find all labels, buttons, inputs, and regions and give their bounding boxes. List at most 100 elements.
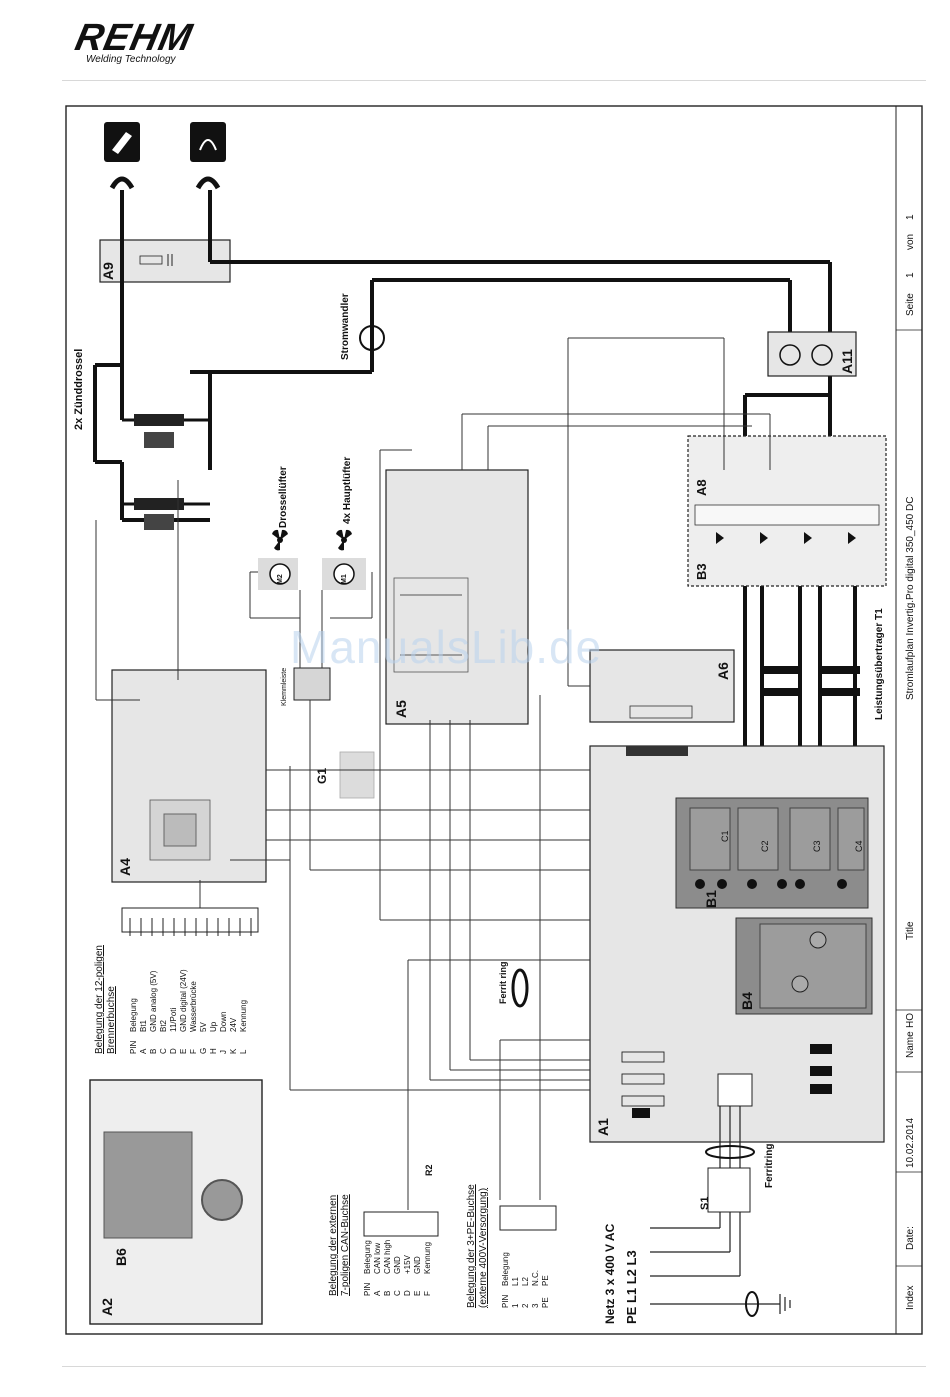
svg-text:Seite: Seite <box>905 293 916 316</box>
svg-text:Klemmleiste: Klemmleiste <box>281 668 288 706</box>
label-a8: A8 <box>694 479 709 496</box>
main-switch-s1 <box>707 1167 751 1213</box>
electrode-clamp-icon <box>190 122 226 190</box>
terminal-strip <box>293 667 331 701</box>
contactor <box>717 1073 753 1107</box>
svg-text:B6: B6 <box>113 1248 129 1266</box>
label-a2: A2 <box>99 1298 115 1316</box>
svg-text:M2: M2 <box>277 574 284 584</box>
table-row: 24V <box>229 1017 238 1032</box>
svg-text:Netz 3 x 400 V AC: Netz 3 x 400 V AC <box>603 1223 617 1324</box>
svg-text:Title: Title <box>905 921 916 940</box>
inductors <box>632 1044 832 1118</box>
svg-text:A6: A6 <box>715 662 731 680</box>
label-a9: A9 <box>100 262 116 280</box>
ground-icon <box>779 1294 791 1314</box>
svg-text:Name: Name <box>905 1031 916 1058</box>
table-row: L <box>239 1049 248 1054</box>
svg-text:Stromlaufplan Invertig.Pro dig: Stromlaufplan Invertig.Pro digital 350_4… <box>905 497 916 700</box>
current-transformer <box>359 325 385 351</box>
logo-tagline: Welding Technology <box>86 54 176 65</box>
svg-text:M1: M1 <box>341 574 348 584</box>
svg-text:S1: S1 <box>699 1197 711 1210</box>
table-row: N.C. <box>531 1270 540 1286</box>
table-row: CAN low <box>373 1243 382 1274</box>
title-name-label: Name <box>905 1031 916 1058</box>
brenner-table: Belegung der 12-poligen Brennerbuchse PI… <box>94 945 248 1054</box>
table-row: 1 <box>511 1303 520 1308</box>
title-date-value: 10.02.2014 <box>905 1118 916 1168</box>
table-header: Belegung <box>129 998 138 1032</box>
table-row: C <box>393 1290 402 1296</box>
table-row: 5V <box>199 1022 208 1032</box>
ferrite-ring-icon <box>511 968 529 1008</box>
page-header: REHM Welding Technology <box>0 0 950 82</box>
label-c3: C3 <box>812 840 822 852</box>
pe-connector <box>499 1205 557 1231</box>
table-row: J <box>219 1050 228 1054</box>
table-row: GND analog (5V) <box>149 970 158 1032</box>
table-header: Belegung <box>363 1240 372 1274</box>
table-row: Down <box>219 1012 228 1032</box>
svg-text:HO: HO <box>905 1013 916 1028</box>
signal-wires <box>95 337 771 1210</box>
title-index: Index <box>905 1286 916 1310</box>
sheet-border <box>65 105 923 1335</box>
table-row: E <box>179 1049 188 1054</box>
table-row: B <box>149 1049 158 1054</box>
svg-text:Belegung der 3+PE-Buchse: Belegung der 3+PE-Buchse <box>466 1184 477 1308</box>
power-transformer-t1 <box>760 666 860 696</box>
table-row: Bt2 <box>159 1019 168 1032</box>
table-row: A <box>373 1290 382 1296</box>
svg-text:R2: R2 <box>424 1164 434 1176</box>
label-drossellufter: Drossellüfter <box>278 466 289 528</box>
can-connector <box>363 1211 439 1237</box>
svg-text:A9: A9 <box>100 262 116 280</box>
table-row: L2 <box>521 1277 530 1286</box>
svg-text:4x Hauptlüfter: 4x Hauptlüfter <box>342 457 353 524</box>
label-a5: A5 <box>393 700 409 718</box>
sensor-g1 <box>339 751 375 799</box>
title-date-label: Date: <box>905 1226 916 1250</box>
table-row: D <box>169 1048 178 1054</box>
label-ferrit-ring: Ferrit ring <box>498 961 508 1004</box>
svg-text:A1: A1 <box>595 1118 611 1136</box>
svg-text:Belegung der externen: Belegung der externen <box>328 1195 339 1296</box>
title-title-label: Title <box>905 921 916 940</box>
table-row: L1 <box>511 1277 520 1286</box>
svg-text:A5: A5 <box>393 700 409 718</box>
fan-icon <box>272 529 352 551</box>
table-row: G <box>199 1048 208 1054</box>
label-netz-phases: PE L1 L2 L3 <box>624 1250 639 1324</box>
table-row: Bt1 <box>139 1019 148 1032</box>
table-row: 2 <box>521 1303 530 1308</box>
module-a6 <box>589 649 735 723</box>
label-c4: C4 <box>854 840 864 852</box>
label-a1: A1 <box>595 1118 611 1136</box>
label-g1: G1 <box>315 768 329 784</box>
table-row: D <box>403 1290 412 1296</box>
display-b6 <box>103 1131 193 1239</box>
table-row: CAN high <box>383 1240 392 1274</box>
title-value: Stromlaufplan Invertig.Pro digital 350_4… <box>905 497 916 700</box>
svg-text:Brennerbuchse: Brennerbuchse <box>106 986 117 1054</box>
svg-text:G1: G1 <box>315 768 329 784</box>
label-a4: A4 <box>117 858 133 876</box>
table-row: Up <box>209 1021 218 1032</box>
ground-ring <box>745 1291 759 1317</box>
table-row: Wasserbrücke <box>189 981 198 1032</box>
svg-text:2x Zünddrossel: 2x Zünddrossel <box>73 349 85 430</box>
svg-text:Drossellüfter: Drossellüfter <box>278 466 289 528</box>
table-row: PE <box>541 1275 550 1286</box>
header-divider <box>62 80 926 81</box>
svg-text:A4: A4 <box>117 858 133 876</box>
label-a11: A11 <box>839 349 855 374</box>
table-row: PE <box>541 1297 550 1308</box>
label-zuenddrossel: 2x Zünddrossel <box>73 349 85 430</box>
svg-text:Ferrit ring: Ferrit ring <box>498 961 508 1004</box>
pe-table: Belegung der 3+PE-Buchse (externe 400V-V… <box>466 1184 550 1308</box>
table-row: F <box>189 1049 198 1054</box>
rehm-logo: REHM Welding Technology <box>62 17 222 70</box>
svg-text:Belegung der 12-poligen: Belegung der 12-poligen <box>94 945 105 1054</box>
table-row: Kennung <box>239 1000 248 1032</box>
